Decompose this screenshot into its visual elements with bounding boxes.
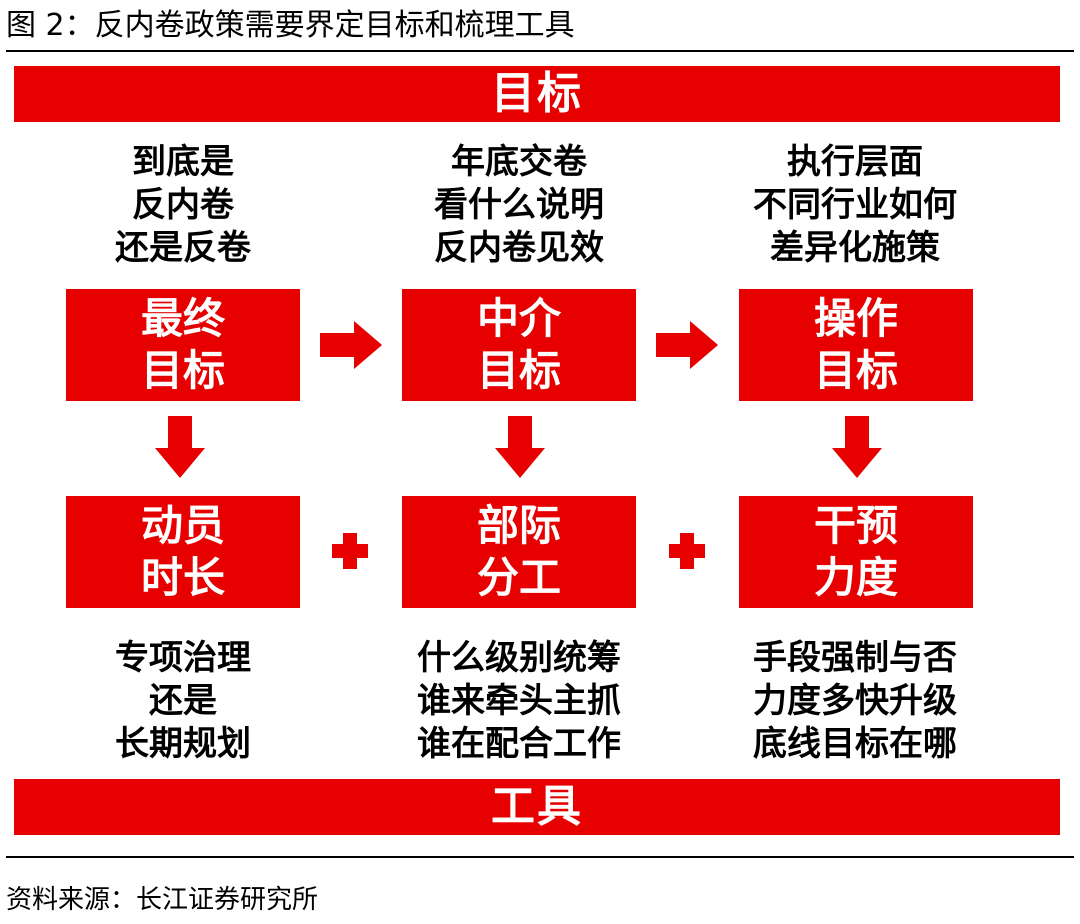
box-line: 力度 bbox=[813, 553, 898, 602]
box-line: 最终 bbox=[140, 294, 225, 343]
bottom-rule bbox=[6, 856, 1074, 858]
right-arrow-icon bbox=[656, 321, 718, 369]
ministerial-division-box: 部际 分工 bbox=[402, 496, 636, 608]
box-line: 部际 bbox=[476, 501, 561, 550]
intermediate-goal-box: 中介 目标 bbox=[402, 289, 636, 401]
question-line: 年底交卷 bbox=[451, 142, 587, 182]
plus-icon bbox=[669, 533, 705, 569]
goal-band: 目标 bbox=[14, 66, 1060, 122]
mobilization-duration-box: 动员 时长 bbox=[66, 496, 300, 608]
question-line: 执行层面 bbox=[787, 142, 923, 182]
box-line: 目标 bbox=[813, 346, 898, 395]
note-line: 专项治理 bbox=[115, 638, 251, 678]
note-text-2: 什么级别统筹 谁来牵头主抓 谁在配合工作 bbox=[369, 637, 669, 766]
note-text-3: 手段强制与否 力度多快升级 底线目标在哪 bbox=[705, 637, 1005, 766]
note-line: 还是 bbox=[149, 681, 217, 721]
note-line: 谁来牵头主抓 bbox=[417, 681, 621, 721]
note-line: 手段强制与否 bbox=[753, 638, 957, 678]
question-text-1: 到底是 反内卷 还是反卷 bbox=[33, 141, 333, 270]
question-line: 不同行业如何 bbox=[753, 185, 957, 225]
box-line: 时长 bbox=[140, 553, 225, 602]
tool-band: 工具 bbox=[14, 779, 1060, 835]
down-arrow-icon bbox=[155, 416, 205, 478]
down-arrow-icon bbox=[832, 416, 882, 478]
note-line: 什么级别统筹 bbox=[417, 638, 621, 678]
box-line: 动员 bbox=[140, 501, 225, 550]
operational-goal-box: 操作 目标 bbox=[739, 289, 973, 401]
question-line: 反内卷见效 bbox=[434, 228, 604, 268]
question-line: 差异化施策 bbox=[770, 228, 940, 268]
question-line: 到底是 bbox=[132, 142, 234, 182]
box-line: 目标 bbox=[476, 346, 561, 395]
note-line: 谁在配合工作 bbox=[417, 724, 621, 764]
figure-title: 图 2：反内卷政策需要界定目标和梳理工具 bbox=[6, 8, 575, 43]
final-goal-box: 最终 目标 bbox=[66, 289, 300, 401]
intervention-intensity-box: 干预 力度 bbox=[739, 496, 973, 608]
question-line: 还是反卷 bbox=[115, 228, 251, 268]
box-line: 分工 bbox=[476, 553, 561, 602]
question-line: 反内卷 bbox=[132, 185, 234, 225]
question-text-3: 执行层面 不同行业如何 差异化施策 bbox=[705, 141, 1005, 270]
note-line: 力度多快升级 bbox=[753, 681, 957, 721]
box-line: 中介 bbox=[476, 294, 561, 343]
top-rule bbox=[6, 50, 1074, 52]
box-line: 目标 bbox=[140, 346, 225, 395]
note-text-1: 专项治理 还是 长期规划 bbox=[33, 637, 333, 766]
box-line: 干预 bbox=[813, 501, 898, 550]
plus-icon bbox=[332, 533, 368, 569]
source-note: 资料来源：长江证券研究所 bbox=[6, 885, 319, 915]
right-arrow-icon bbox=[320, 321, 382, 369]
question-text-2: 年底交卷 看什么说明 反内卷见效 bbox=[369, 141, 669, 270]
note-line: 底线目标在哪 bbox=[753, 724, 957, 764]
question-line: 看什么说明 bbox=[434, 185, 604, 225]
box-line: 操作 bbox=[813, 294, 898, 343]
down-arrow-icon bbox=[495, 416, 545, 478]
note-line: 长期规划 bbox=[115, 724, 251, 764]
